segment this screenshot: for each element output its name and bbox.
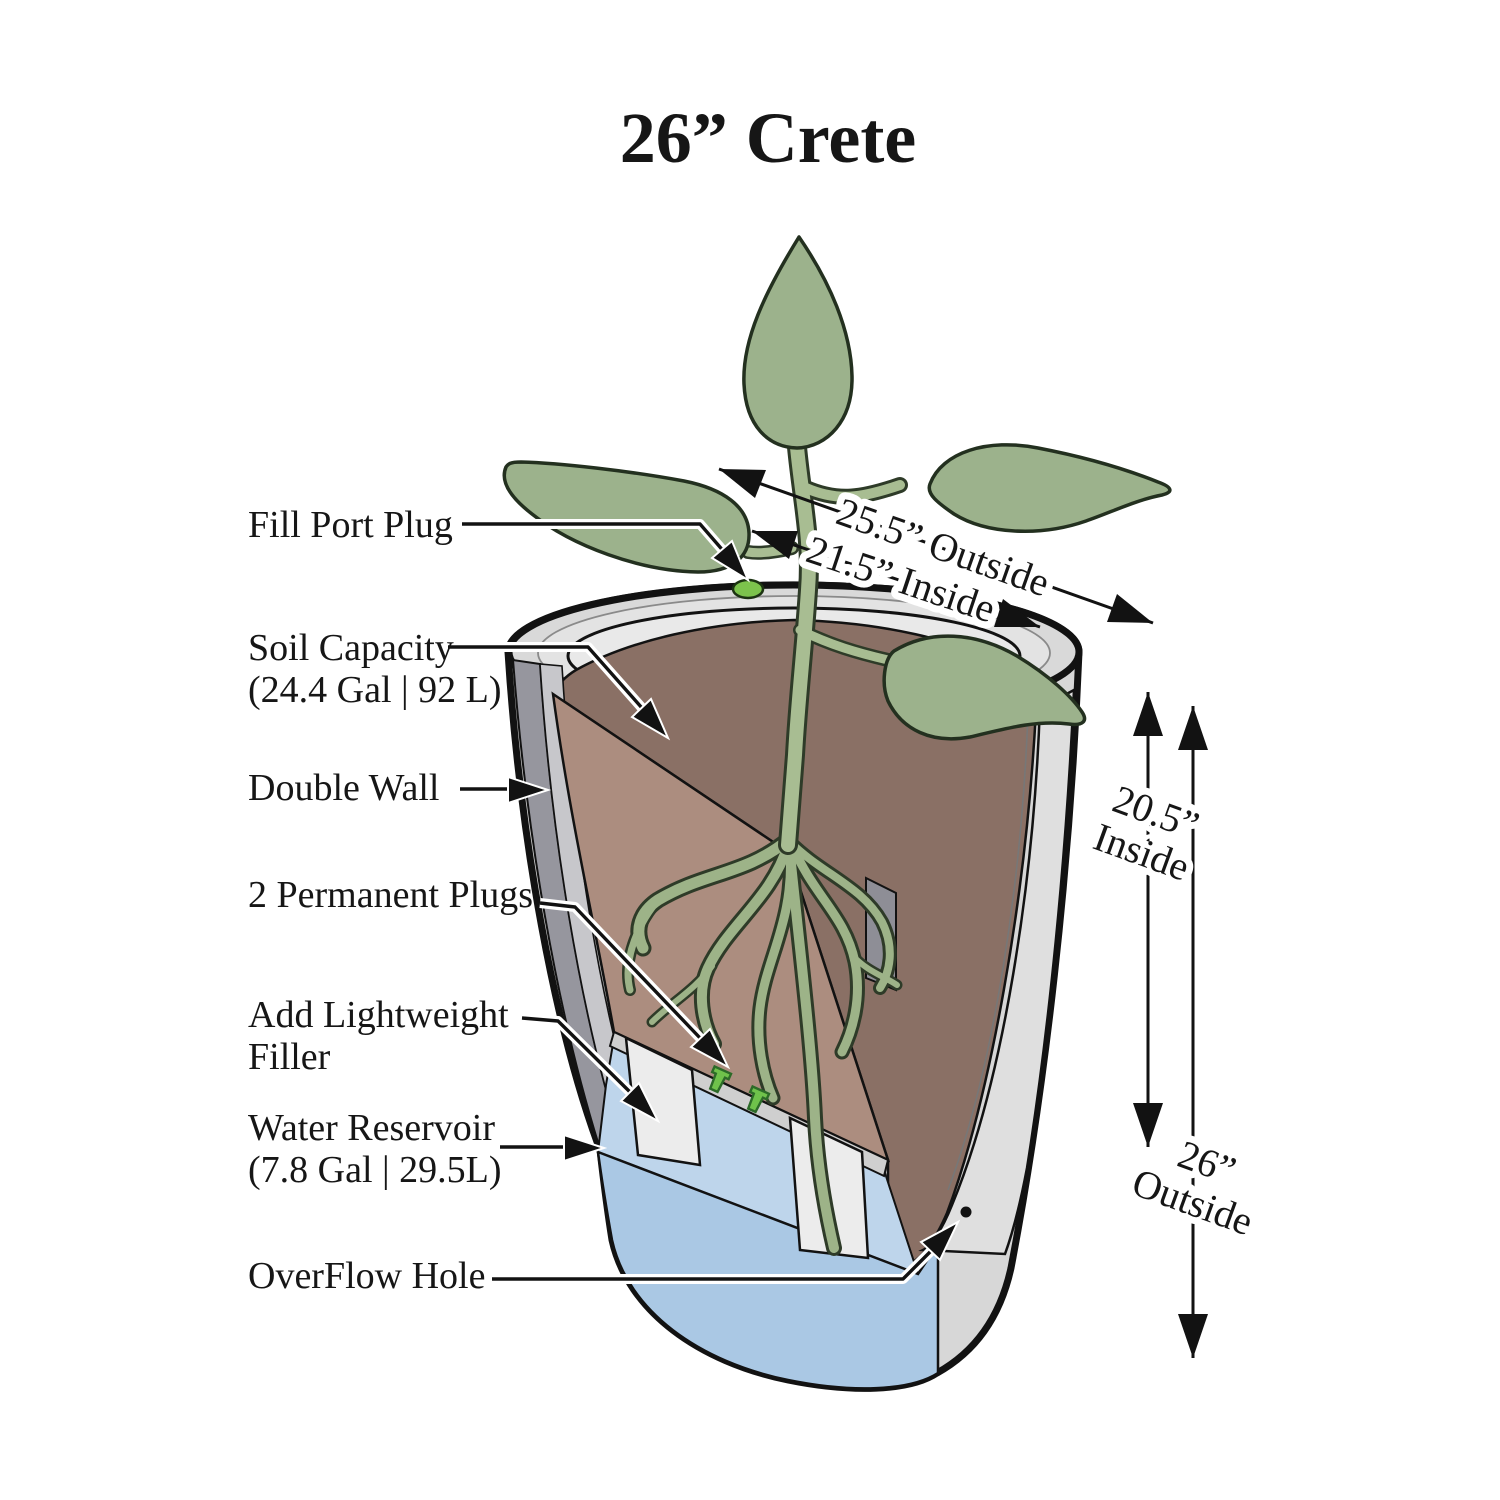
leader-overflow-hole (492, 1219, 961, 1284)
inner-wall-right (918, 687, 1076, 1256)
part-labels: 26” Crete Fill Port Plug Soil Capacity (… (248, 98, 916, 1297)
label-lightweight-2: Filler (248, 1036, 331, 1078)
water-reservoir (596, 1030, 940, 1390)
leader-lightweight-filler (521, 1013, 661, 1124)
arrowhead (630, 697, 671, 741)
plant-stems (741, 437, 908, 855)
permanent-plugs (708, 1064, 771, 1114)
water-front-face (596, 1150, 940, 1390)
leaf-right-mid (882, 634, 1087, 741)
leader-soil-capacity (448, 642, 671, 741)
leader-double-wall (460, 775, 552, 805)
leader-water-reservoir (500, 1133, 608, 1163)
diagram-title: 26” Crete (620, 98, 917, 178)
liner-foot-left (624, 1035, 702, 1167)
arrowhead (507, 775, 552, 805)
label-overflow-hole: OverFlow Hole (248, 1255, 485, 1297)
leader-permanent-plugs (539, 898, 731, 1070)
arrowhead (563, 1133, 608, 1163)
label-soil-capacity-1: Soil Capacity (248, 627, 454, 669)
dim-top-outside (718, 467, 1154, 625)
plant (502, 235, 1172, 855)
label-fill-port-plug: Fill Port Plug (248, 504, 453, 546)
leaf-left (502, 460, 751, 574)
label-water-reservoir-2: (7.8 Gal | 29.5L) (248, 1149, 502, 1191)
label-soil-capacity-2: (24.4 Gal | 92 L) (248, 669, 502, 711)
leader-fill-port (462, 519, 751, 583)
overflow-hole-dot (960, 1206, 972, 1218)
arrowhead (919, 1219, 961, 1262)
arrowhead (689, 1027, 731, 1070)
fill-port-plug-shape (731, 578, 765, 600)
leaf-right-upper (927, 443, 1172, 533)
leader-lines (448, 519, 961, 1284)
plant-leaves (502, 235, 1172, 741)
dim-side-inside (1133, 692, 1163, 1147)
arrowhead (619, 1081, 661, 1124)
label-permanent-plugs: 2 Permanent Plugs (248, 874, 533, 916)
inner-wall-contour (947, 711, 1029, 1191)
plant-roots (622, 831, 903, 1256)
label-double-wall: Double Wall (248, 767, 439, 809)
label-water-reservoir-1: Water Reservoir (248, 1107, 495, 1149)
dim-top-inside (751, 529, 1041, 629)
arrowhead (710, 539, 751, 583)
label-lightweight-1: Add Lightweight (248, 994, 509, 1036)
dim-side-outside (1178, 706, 1208, 1358)
leaf-top (742, 235, 854, 450)
